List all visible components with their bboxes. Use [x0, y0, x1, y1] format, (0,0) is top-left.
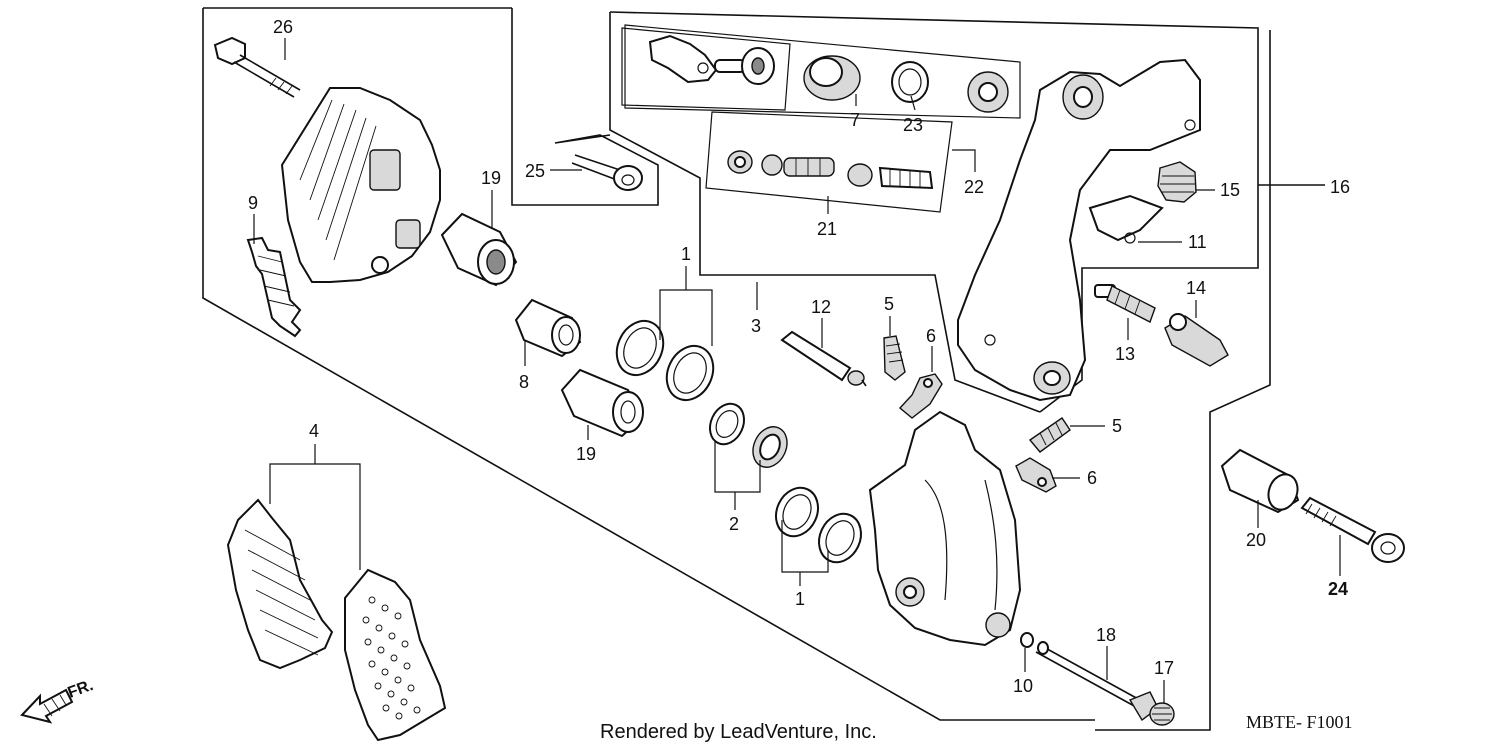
piston-seal-upper-a: [615, 319, 665, 377]
seal-7: [803, 55, 861, 101]
collar: [1220, 448, 1300, 514]
caliper-cover: [280, 87, 441, 283]
caliper-bracket: [957, 58, 1201, 402]
bleeder-screw-lower: [1028, 417, 1071, 453]
small-parts-kit: [727, 150, 934, 190]
brake-pad-front: [226, 498, 334, 670]
credit-text: Rendered by LeadVenture, Inc.: [600, 721, 877, 743]
pin-12: [780, 330, 867, 387]
callout-labels: 26 9 19 25 8 19 1 2 1 4 3 12 5 6 5 6 7 2…: [248, 17, 1350, 696]
seal-23: [891, 61, 929, 103]
callout-1-upper: 1: [681, 244, 691, 264]
dust-boot: [1157, 161, 1197, 203]
fr-label: FR.: [66, 677, 96, 702]
front-direction-arrow: FR.: [20, 677, 96, 724]
callout-23: 23: [903, 115, 923, 135]
callout-19-upper: 19: [481, 168, 501, 188]
bolt-26: [213, 36, 301, 98]
callout-7: 7: [850, 110, 860, 130]
caliper-body: [868, 410, 1022, 647]
callout-22: 22: [964, 177, 984, 197]
pin-13: [1094, 284, 1156, 323]
seal-22: [967, 71, 1009, 113]
callout-12: 12: [811, 297, 831, 317]
callout-14: 14: [1186, 278, 1206, 298]
slide-pin-assembly: [648, 34, 775, 85]
callout-15: 15: [1220, 180, 1240, 200]
piston-seal-lower-b: [818, 512, 862, 564]
pin-14: [1164, 313, 1229, 367]
retainer-clip: [1088, 194, 1164, 244]
callout-8: 8: [519, 372, 529, 392]
callout-2: 2: [729, 514, 739, 534]
callout-1-lower: 1: [795, 589, 805, 609]
callout-16: 16: [1330, 177, 1350, 197]
piston-seal-upper-b: [665, 344, 715, 402]
callout-20: 20: [1246, 530, 1266, 550]
callout-25: 25: [525, 161, 545, 181]
bolt-25: [571, 154, 643, 191]
callout-19-lower: 19: [576, 444, 596, 464]
pad-spring: [246, 236, 302, 338]
bleeder-cap-lower: [1015, 457, 1057, 493]
callout-24: 24: [1328, 579, 1348, 599]
brake-pad-rear: [344, 568, 447, 742]
callout-3: 3: [751, 316, 761, 336]
callout-5-lower: 5: [1112, 416, 1122, 436]
bleeder-screw-upper: [883, 335, 906, 381]
leader-lines: [253, 38, 1341, 703]
assembly-outline-left: [202, 7, 1095, 721]
callout-26: 26: [273, 17, 293, 37]
callout-11: 11: [1188, 232, 1207, 252]
plug: [1149, 702, 1175, 726]
callout-21: 21: [817, 219, 837, 239]
callout-18: 18: [1096, 625, 1116, 645]
washer: [1020, 632, 1034, 648]
callout-6-lower: 6: [1087, 468, 1097, 488]
seal-kit-outline: [621, 24, 1021, 213]
callout-10: 10: [1013, 676, 1033, 696]
sleeve-8: [514, 298, 582, 358]
diagram-code: MBTE- F1001: [1246, 712, 1353, 732]
callout-17: 17: [1154, 658, 1174, 678]
callout-5-upper: 5: [884, 294, 894, 314]
callout-4: 4: [309, 421, 319, 441]
bleeder-cap-upper: [898, 373, 943, 419]
piston-seal-lower-a: [775, 486, 819, 538]
dust-seal-a: [708, 402, 746, 446]
sleeve-19-lower: [560, 368, 644, 438]
dust-seal-b: [752, 426, 788, 468]
callout-13: 13: [1115, 344, 1135, 364]
pad-pin: [1035, 641, 1159, 722]
callout-9: 9: [248, 193, 258, 213]
bolt-24: [1300, 496, 1405, 563]
callout-6-upper: 6: [926, 326, 936, 346]
sleeve-19-upper: [440, 212, 518, 287]
